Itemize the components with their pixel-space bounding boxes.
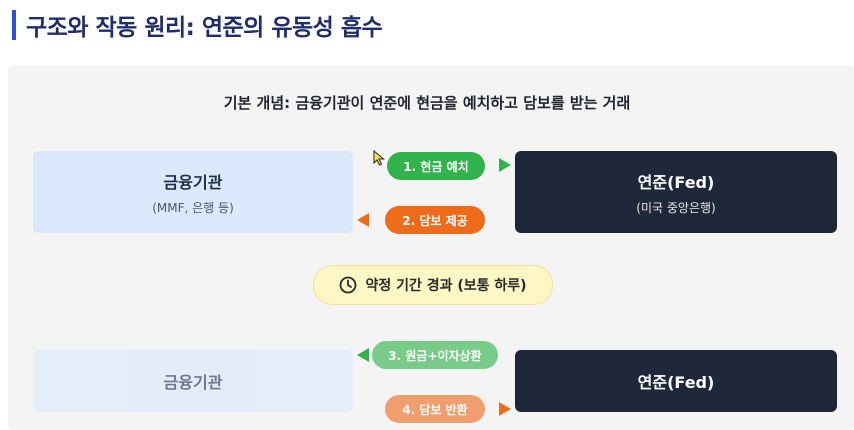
mouse-cursor-icon <box>373 150 385 166</box>
collateral-provide-arrow-label: 2. 담보 제공 <box>385 206 485 234</box>
page-title: 구조와 작동 원리: 연준의 유동성 흡수 <box>26 15 383 41</box>
fed-label: 연준(Fed) <box>637 172 715 192</box>
clock-icon <box>340 276 357 294</box>
arrow-right-icon <box>499 402 511 416</box>
diagram-subtitle: 기본 개념: 금융기관이 연준에 현금을 예치하고 담보를 받는 거래 <box>223 94 631 112</box>
fed-box: 연준(Fed) (미국 중앙은행) <box>515 151 837 233</box>
financial-institution-box: 금융기관 (MMF, 은행 등) <box>33 151 353 233</box>
financial-institution-label: 금융기관 <box>163 172 223 192</box>
arrow-left-icon <box>357 213 369 227</box>
financial-institution-box-return: 금융기관 <box>33 350 353 412</box>
repay-arrow-label: 3. 원금+이자상환 <box>372 341 498 369</box>
financial-institution-return-label: 금융기관 <box>163 373 223 392</box>
fed-return-label: 연준(Fed) <box>637 373 715 392</box>
arrow-right-icon <box>499 158 511 172</box>
collateral-return-arrow-label: 4. 담보 반환 <box>385 395 485 423</box>
period-badge: 약정 기간 경과 (보통 하루) <box>313 265 553 305</box>
period-label: 약정 기간 경과 (보통 하루) <box>365 278 527 294</box>
financial-institution-sublabel: (MMF, 은행 등) <box>152 200 234 215</box>
title-accent-bar <box>12 10 16 40</box>
fed-sublabel: (미국 중앙은행) <box>636 200 716 215</box>
arrow-left-icon <box>357 348 369 362</box>
cash-deposit-arrow-label: 1. 현금 예치 <box>387 152 485 180</box>
fed-box-return: 연준(Fed) <box>515 350 837 412</box>
